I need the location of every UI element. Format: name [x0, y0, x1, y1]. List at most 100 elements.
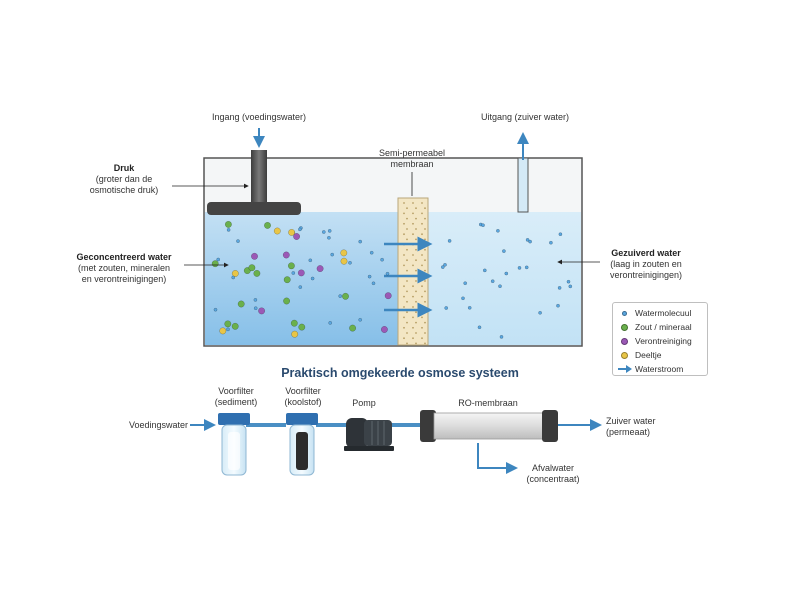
membrane-pore: [421, 233, 423, 236]
membrane-pore: [424, 228, 426, 230]
membrane-pore: [415, 228, 417, 230]
pump: [344, 418, 394, 451]
legend-label: Watermolecuul: [635, 308, 692, 318]
debris-particle: [288, 228, 296, 236]
contaminant-particle: [380, 326, 388, 333]
concentrated-line-2: en verontreinigingen): [81, 274, 167, 284]
membrane-pore: [406, 321, 408, 324]
legend-item-flow: Waterstroom: [618, 362, 702, 376]
membrane-pore: [412, 306, 414, 308]
water-molecule: [310, 276, 315, 281]
membrane-pore: [403, 337, 405, 340]
membrane-pore: [412, 285, 414, 288]
pure-water-line-1: Zuiver water: [606, 416, 656, 426]
water-molecule: [517, 266, 522, 270]
water-molecule: [298, 227, 302, 232]
water-molecule: [253, 306, 258, 311]
membrane-pore: [406, 280, 408, 282]
membrane-pore: [415, 280, 417, 282]
pipe-3: [390, 423, 420, 427]
membrane-pore: [406, 238, 408, 241]
salt-particle: [290, 319, 298, 327]
water-molecule: [566, 279, 571, 284]
membrane-pore: [415, 321, 417, 324]
prefilter-sediment-line-2: (sediment): [214, 397, 258, 407]
salt-particle: [264, 221, 271, 229]
pump-head: [346, 418, 368, 448]
pipe-2: [316, 423, 350, 427]
membrane-pore: [412, 264, 414, 267]
water-molecule: [558, 232, 563, 237]
water-molecule: [556, 303, 560, 308]
particles: [211, 220, 573, 339]
salt-particle: [211, 260, 219, 268]
membrane-pore: [424, 217, 426, 220]
membrane-pore: [415, 290, 417, 293]
membrane-pore: [412, 233, 414, 236]
membrane-pore: [412, 337, 414, 340]
pipe-1: [246, 423, 286, 427]
membrane-label: Semi-permeabel membraan: [379, 148, 445, 170]
legend-item-contaminant: Verontreiniging: [618, 334, 702, 348]
salt-particle: [243, 267, 251, 275]
water-molecule: [538, 310, 542, 315]
waste-water-arrow: [477, 443, 518, 474]
membrane-pore: [412, 222, 414, 225]
water-molecule: [461, 296, 465, 301]
concentrated-title: Geconcentreerd water: [76, 252, 172, 262]
membrane-pore: [424, 311, 426, 314]
water-molecule: [321, 230, 326, 234]
membrane-label-line-2: membraan: [390, 159, 434, 169]
membrane-pore: [403, 326, 405, 329]
membrane-pore: [415, 332, 417, 334]
piston: [207, 128, 301, 215]
membrane-pore: [415, 238, 417, 241]
water-molecule: [327, 235, 331, 240]
water-molecule: [226, 327, 230, 332]
membrane-pore: [421, 254, 423, 256]
legend-item-particle: Deeltje: [618, 348, 702, 362]
membrane-pore: [415, 207, 417, 210]
ro-membrane: [420, 410, 558, 442]
membrane-pore: [406, 217, 408, 220]
salt-particle: [342, 292, 349, 300]
legend-label: Waterstroom: [635, 364, 684, 374]
legend-label: Deeltje: [635, 350, 662, 360]
purified-water: [428, 212, 581, 345]
salt-particle: [283, 297, 291, 305]
water-molecule: [380, 257, 384, 262]
membrane-pore: [406, 259, 408, 262]
contaminant-particle: [297, 269, 305, 277]
purified-title: Gezuiverd water: [611, 248, 681, 258]
water-molecule: [348, 260, 352, 265]
membrane-pore: [424, 332, 426, 334]
water-molecule: [482, 268, 487, 273]
waste-water-label: Afvalwater (concentraat): [526, 463, 579, 485]
membrane-pore: [424, 269, 426, 272]
pressure-title: Druk: [113, 163, 135, 173]
water-molecule: [385, 271, 390, 276]
membrane-pore: [424, 290, 426, 293]
water-molecule-icon: [621, 310, 627, 316]
pressure-line-1: (groter dan de: [95, 174, 153, 184]
contaminant-particle: [293, 233, 301, 240]
water-molecule: [443, 262, 447, 267]
membrane-pore: [406, 300, 408, 303]
concentrated-line-1: (met zouten, mineralen: [77, 263, 171, 273]
membrane-pore: [406, 290, 408, 293]
water-molecule: [216, 257, 221, 262]
water-molecule: [367, 274, 372, 279]
membrane-pore: [415, 300, 417, 303]
membrane-pore: [412, 326, 414, 329]
salt-particle: [253, 269, 261, 277]
water-molecule: [490, 279, 495, 284]
pure-water-line-2: (permeaat): [606, 427, 651, 437]
membrane-pore: [412, 254, 414, 256]
water-molecule: [496, 228, 500, 233]
water-molecule: [440, 265, 445, 269]
membrane-pore: [421, 337, 423, 340]
water-molecule: [557, 286, 562, 290]
legend: Watermolecuul Zout / mineraal Verontrein…: [612, 302, 708, 376]
water-molecule: [444, 306, 449, 310]
